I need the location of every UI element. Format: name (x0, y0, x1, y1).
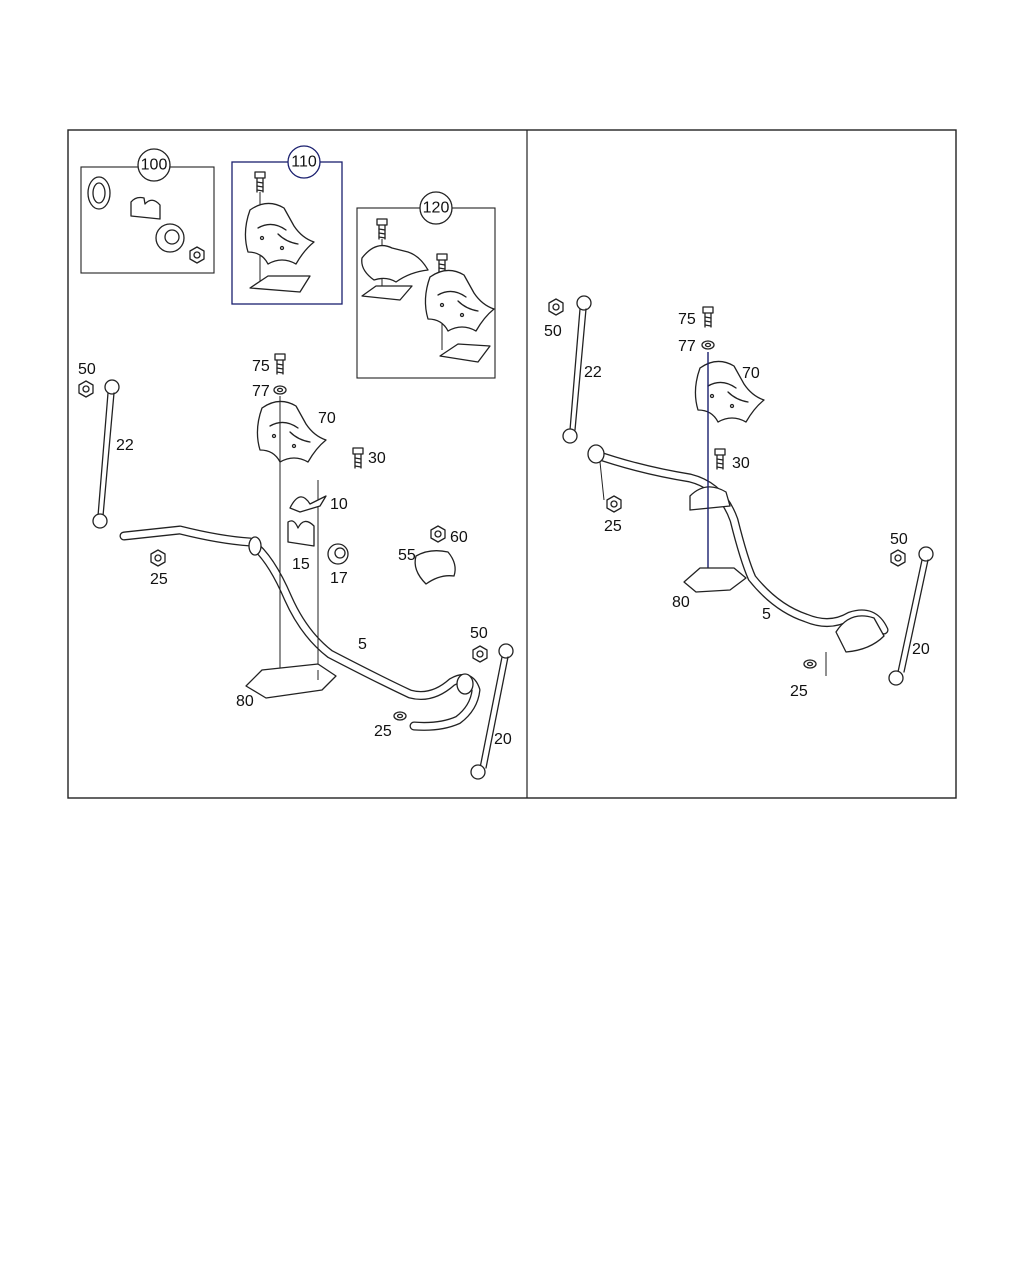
right-label-70: 70 (742, 365, 760, 382)
kit-110-badge (287, 145, 321, 179)
left-stabilizer-bar (119, 525, 481, 731)
kit-110-label: 110 (291, 154, 317, 171)
right-label-20: 20 (912, 641, 930, 658)
right-bracket-70 (599, 306, 827, 676)
left-bracket-70 (150, 353, 456, 721)
label-70: 70 (318, 410, 336, 427)
right-label-80: 80 (672, 594, 690, 611)
label-75: 75 (252, 358, 270, 375)
right-stabilizer-bar (587, 444, 889, 653)
label-5: 5 (358, 636, 367, 653)
kit-100-badge (137, 148, 171, 182)
label-15: 15 (292, 556, 310, 573)
right-label-25-bottom: 25 (790, 683, 808, 700)
left-panel-link-20 (470, 643, 514, 780)
right-label-22: 22 (584, 364, 602, 381)
label-60: 60 (450, 529, 468, 546)
left-link-22 (78, 379, 120, 529)
label-30: 30 (368, 450, 386, 467)
label-77: 77 (252, 383, 270, 400)
right-label-75: 75 (678, 311, 696, 328)
label-80: 80 (236, 693, 254, 710)
right-label-50-b: 50 (890, 531, 908, 548)
right-label-77: 77 (678, 338, 696, 355)
right-label-25-top: 25 (604, 518, 622, 535)
kit-100-box: 100 (80, 148, 215, 274)
label-55: 55 (398, 547, 416, 564)
kit-100-label: 100 (141, 157, 168, 174)
right-label-50: 50 (544, 323, 562, 340)
label-20: 20 (494, 731, 512, 748)
right-panel-link-22 (548, 295, 592, 444)
right-panel-link-20 (888, 546, 934, 686)
label-22: 22 (116, 437, 134, 454)
label-50: 50 (78, 361, 96, 378)
kit-110-box: 110 (231, 145, 343, 305)
label-50-b: 50 (470, 625, 488, 642)
kit-120-box: 120 (356, 191, 496, 379)
kit-120-badge (419, 191, 453, 225)
label-17: 17 (330, 570, 348, 587)
diagram-frame (67, 129, 957, 799)
right-label-5: 5 (762, 606, 771, 623)
label-25-left: 25 (150, 571, 168, 588)
label-10: 10 (330, 496, 348, 513)
label-25-bottom: 25 (374, 723, 392, 740)
right-label-30: 30 (732, 455, 750, 472)
kit-120-label: 120 (423, 200, 450, 217)
